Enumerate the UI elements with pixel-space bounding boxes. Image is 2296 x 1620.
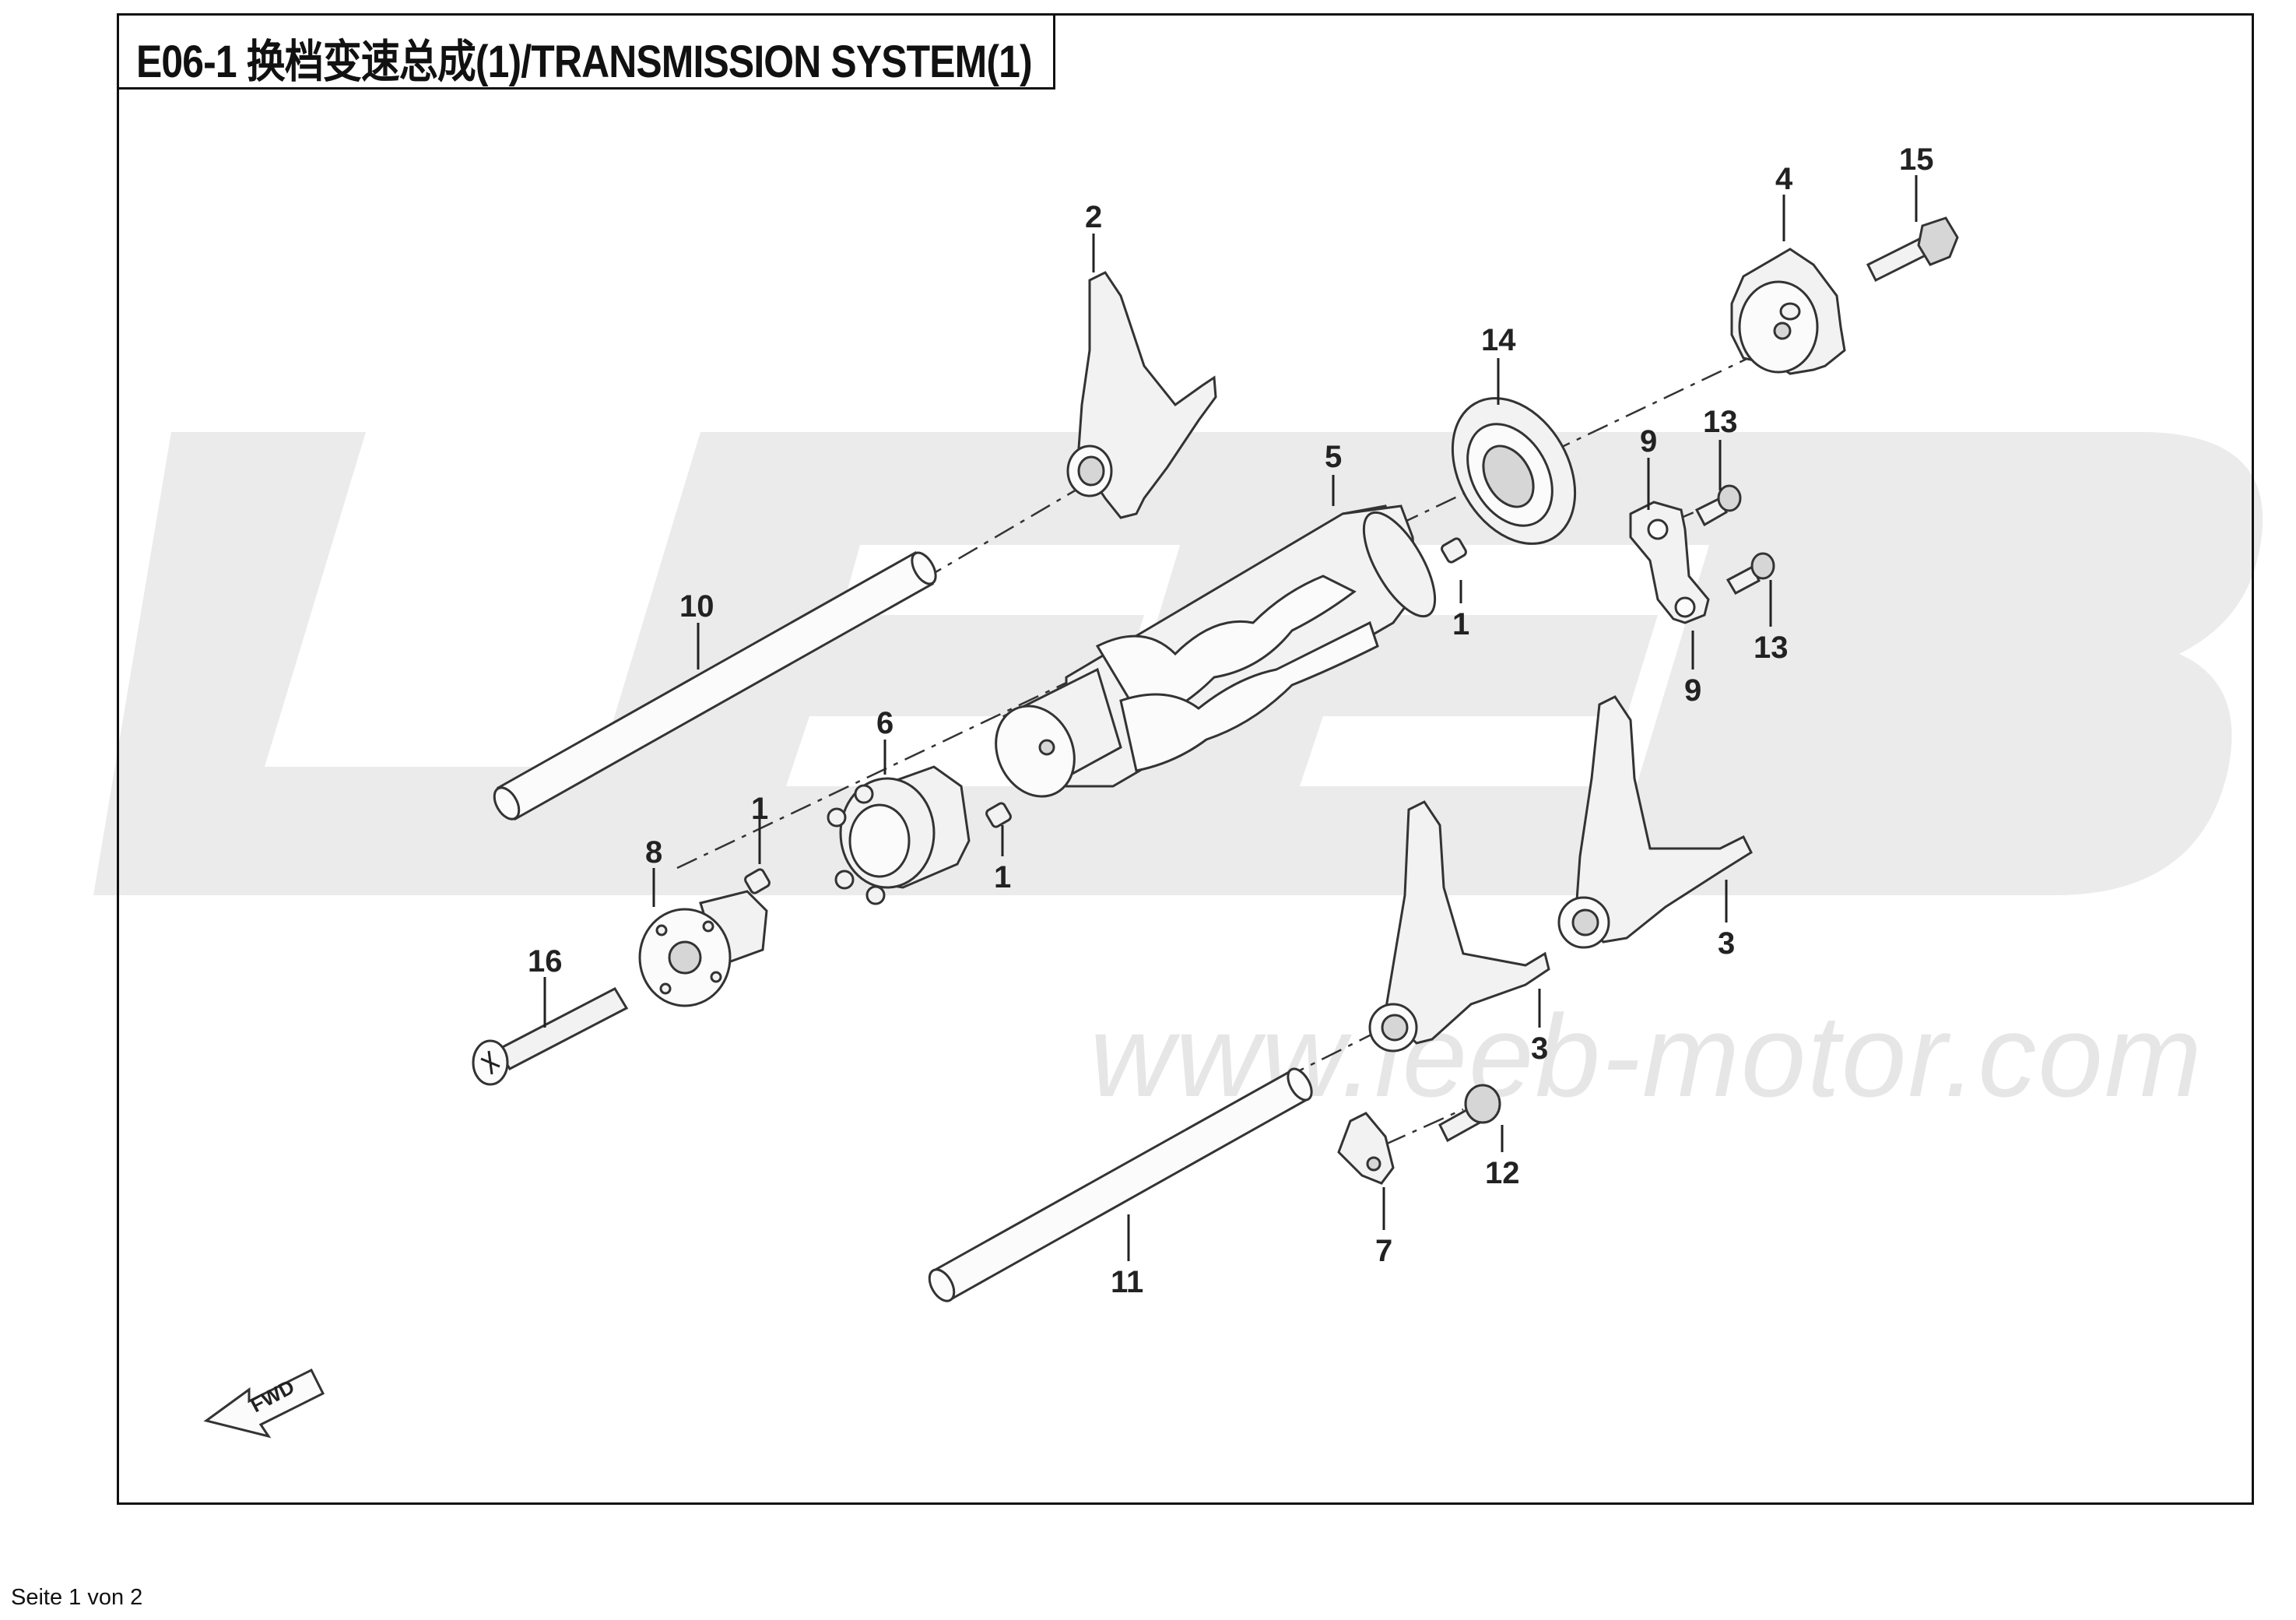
callout-9b: 9 [1684,673,1701,708]
screw-13-a [1694,484,1742,527]
dowel-pin-b [985,802,1012,828]
page-title: E06-1 换档变速总成(1)/TRANSMISSION SYSTEM(1) [136,37,1033,87]
axis-line-shift-drum [676,329,1806,870]
axis-line-fork-shaft-lower [1283,1018,1402,1080]
shift-fork-lower [1368,800,1550,1052]
callout-1b: 1 [994,860,1011,894]
callout-15: 15 [1899,142,1934,177]
shift-fork-upper [1066,271,1217,519]
drum-center [638,890,768,1007]
bolt-12 [1438,1084,1501,1143]
callout-9a: 9 [1640,424,1657,459]
fwd-arrow-icon: FWD [203,1368,325,1439]
fork-shaft-lower [928,1067,1313,1302]
dowel-pin-c [744,868,771,894]
callout-3b: 3 [1531,1031,1548,1066]
callout-10: 10 [679,589,714,624]
fork-shaft-upper [493,550,937,821]
title-box: E06-1 换档变速总成(1)/TRANSMISSION SYSTEM(1) [117,13,1055,90]
callout-3a: 3 [1718,926,1735,961]
axis-line-fork-shaft-upper [922,485,1083,582]
shift-drum [995,504,1437,798]
stopper [1337,1112,1395,1185]
callout-13a: 13 [1703,405,1738,439]
callout-11: 11 [1111,1265,1143,1299]
callout-14: 14 [1481,323,1516,357]
callout-12: 12 [1485,1156,1520,1190]
callout-5: 4 [1775,162,1793,196]
bolt-15 [1866,216,1959,283]
callout-8: 8 [645,835,662,870]
callout-4: 5 [1325,440,1342,474]
callout-1a: 1 [1452,607,1469,641]
callout-6: 7 [1375,1234,1392,1268]
axis-line-stopper [1385,1108,1464,1146]
diagram-frame [117,13,2254,1505]
callout-16: 16 [528,944,563,979]
callout-2: 2 [1085,200,1102,234]
leader-lines [543,175,1918,1261]
shift-cam [1730,248,1846,375]
dowel-pin-a [1441,537,1467,564]
callout-1c: 1 [751,792,768,826]
callout-13b: 13 [1754,631,1789,665]
shift-fork-right [1557,695,1753,949]
callout-7: 6 [876,706,893,740]
screw-13-b [1726,552,1775,596]
plate-9 [1629,501,1710,624]
pin-plate [827,765,971,905]
bearing [1451,397,1577,545]
screw-16 [472,987,629,1086]
page-footer: Seite 1 von 2 [11,1585,143,1610]
